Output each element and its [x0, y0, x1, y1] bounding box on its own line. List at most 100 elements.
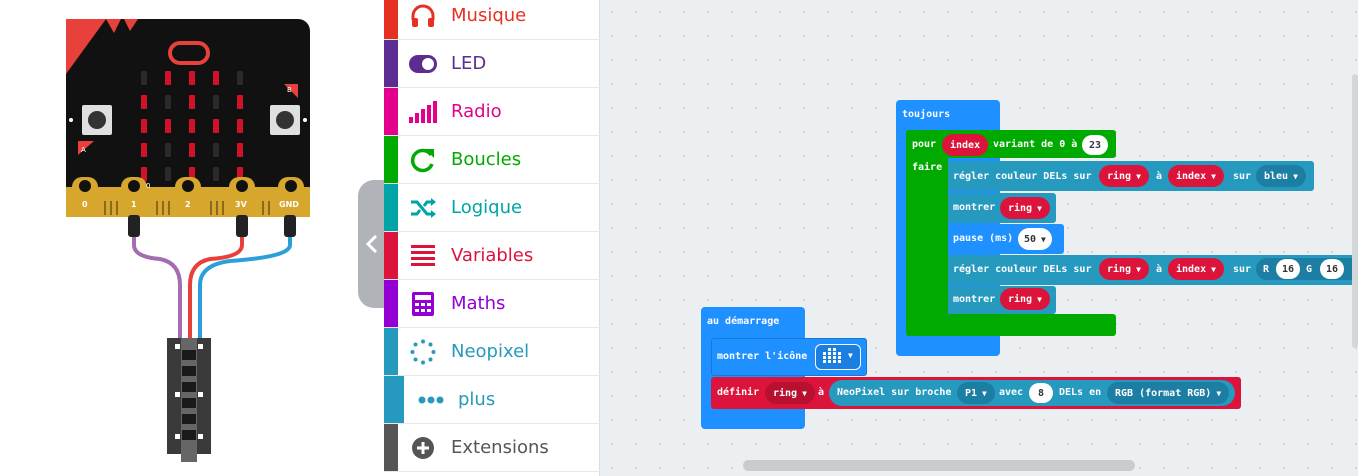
led-pixel [213, 167, 219, 181]
refresh-icon [408, 145, 438, 175]
led-matrix [141, 71, 243, 181]
toggle-icon [408, 49, 438, 79]
category-maths[interactable]: Maths [384, 280, 600, 328]
pin-label-3v: 3V [235, 200, 248, 209]
range-end-input[interactable]: 23 [1082, 135, 1108, 155]
button-b[interactable]: B [270, 84, 307, 135]
mode-dropdown[interactable]: RGB (format RGB)▼ [1107, 382, 1230, 404]
plus-circle-icon [408, 433, 438, 463]
ring-dropdown[interactable]: ring▼ [1000, 288, 1050, 310]
led-pixel [189, 143, 195, 157]
ring-dropdown[interactable]: ring▼ [1099, 258, 1149, 280]
button-a[interactable]: A [69, 105, 112, 155]
dropdown-caret-icon: ▼ [1037, 294, 1042, 304]
set-color-label: régler couleur DELs sur [953, 171, 1092, 182]
pause-label: pause (ms) [953, 233, 1014, 244]
category-led[interactable]: LED [384, 40, 600, 88]
dropdown-caret-icon: ▼ [802, 388, 807, 398]
category-color-bar [384, 376, 404, 423]
category-radio[interactable]: Radio [384, 88, 600, 136]
category-color-bar [384, 88, 398, 135]
index-dropdown[interactable]: index▼ [1168, 165, 1224, 187]
g-value-input[interactable]: 16 [1320, 259, 1344, 279]
led-pixel [141, 119, 147, 133]
led-pixel [165, 167, 171, 181]
index-dropdown[interactable]: index▼ [1168, 258, 1224, 280]
pin-label-0: 0 [82, 200, 88, 209]
button-b-label: B [287, 86, 292, 94]
category-musique[interactable]: Musique [384, 0, 600, 40]
ring-dropdown[interactable]: ring▼ [1099, 165, 1149, 187]
on-label: sur [1233, 171, 1252, 182]
to-label: à [818, 387, 825, 398]
led-pixel [213, 143, 219, 157]
horizontal-scrollbar[interactable] [743, 460, 1135, 471]
microbit-board[interactable]: A B [66, 19, 310, 217]
category-color-bar [384, 136, 398, 183]
ring-dropdown-label: ring [1107, 263, 1132, 275]
led-count-input[interactable]: 8 [1029, 383, 1053, 403]
category-plus[interactable]: plus [384, 376, 600, 424]
led-pixel [237, 95, 243, 109]
pin-dropdown-label: P1 [965, 387, 978, 399]
pin-label-gnd: GND [279, 200, 299, 209]
category-color-bar [384, 280, 398, 327]
led-pixel [213, 119, 219, 133]
led-pixel [213, 95, 219, 109]
set-color-label: régler couleur DELs sur [953, 264, 1092, 275]
chevron-left-icon [365, 234, 378, 254]
blocks-workspace[interactable]: toujours pour index variant de 0 à 23 fa… [600, 0, 1358, 476]
dropdown-caret-icon: ▼ [1037, 203, 1042, 213]
pin-label-2: 2 [185, 200, 191, 209]
category-variables[interactable]: Variables [384, 232, 600, 280]
category-logique[interactable]: Logique [384, 184, 600, 232]
list-icon [408, 241, 438, 271]
dropdown-caret-icon: ▼ [848, 351, 853, 360]
shuffle-icon [408, 193, 438, 223]
on-start-label: au démarrage [707, 316, 780, 327]
ring-dropdown-label: ring [1008, 202, 1033, 214]
dropdown-caret-icon: ▼ [1211, 264, 1216, 274]
calculator-icon [408, 289, 438, 319]
category-label: Logique [451, 197, 523, 218]
more-dots-icon [416, 385, 446, 415]
r-value-input[interactable]: 16 [1276, 259, 1300, 279]
led-pixel [237, 71, 243, 85]
mode-dropdown-label: RGB (format RGB) [1115, 387, 1212, 399]
index-variable[interactable]: index [942, 134, 989, 156]
dropdown-caret-icon: ▼ [1211, 171, 1216, 181]
led-pixel [165, 119, 171, 133]
for-label: pour [912, 139, 937, 150]
vertical-scrollbar[interactable] [1352, 74, 1358, 348]
variable-dropdown-label: ring [773, 387, 798, 399]
index-variable-label: index [950, 139, 981, 151]
category-label: Maths [451, 293, 506, 314]
ring-dropdown[interactable]: ring ▼ [1000, 197, 1050, 219]
color-dropdown[interactable]: bleu▼ [1256, 165, 1306, 187]
ring-dropdown-label: ring [1107, 170, 1132, 182]
led-pixel [141, 143, 147, 157]
icon-preview [823, 348, 841, 363]
led-pixel [237, 119, 243, 133]
pin-dropdown[interactable]: P1▼ [957, 382, 995, 404]
category-label: plus [458, 389, 496, 410]
category-extensions[interactable]: Extensions [384, 424, 600, 472]
led-pixel [165, 143, 171, 157]
show-label: montrer [953, 294, 996, 305]
to-label: à [1156, 171, 1163, 182]
category-color-bar [384, 184, 398, 231]
led-pixel [213, 71, 219, 85]
g-label: G [1306, 264, 1313, 275]
category-boucles[interactable]: Boucles [384, 136, 600, 184]
led-pixel [189, 71, 195, 85]
simulator-panel: A B [0, 0, 384, 476]
led-pixel [141, 95, 147, 109]
pin-label-1: 1 [131, 200, 137, 209]
pause-value-dropdown[interactable]: 50▼ [1018, 228, 1052, 250]
collapse-simulator-button[interactable] [358, 180, 386, 308]
category-color-bar [384, 424, 398, 471]
show-label: montrer [953, 202, 996, 213]
variable-dropdown[interactable]: ring ▼ [765, 382, 815, 404]
category-neopixel[interactable]: Neopixel [384, 328, 600, 376]
